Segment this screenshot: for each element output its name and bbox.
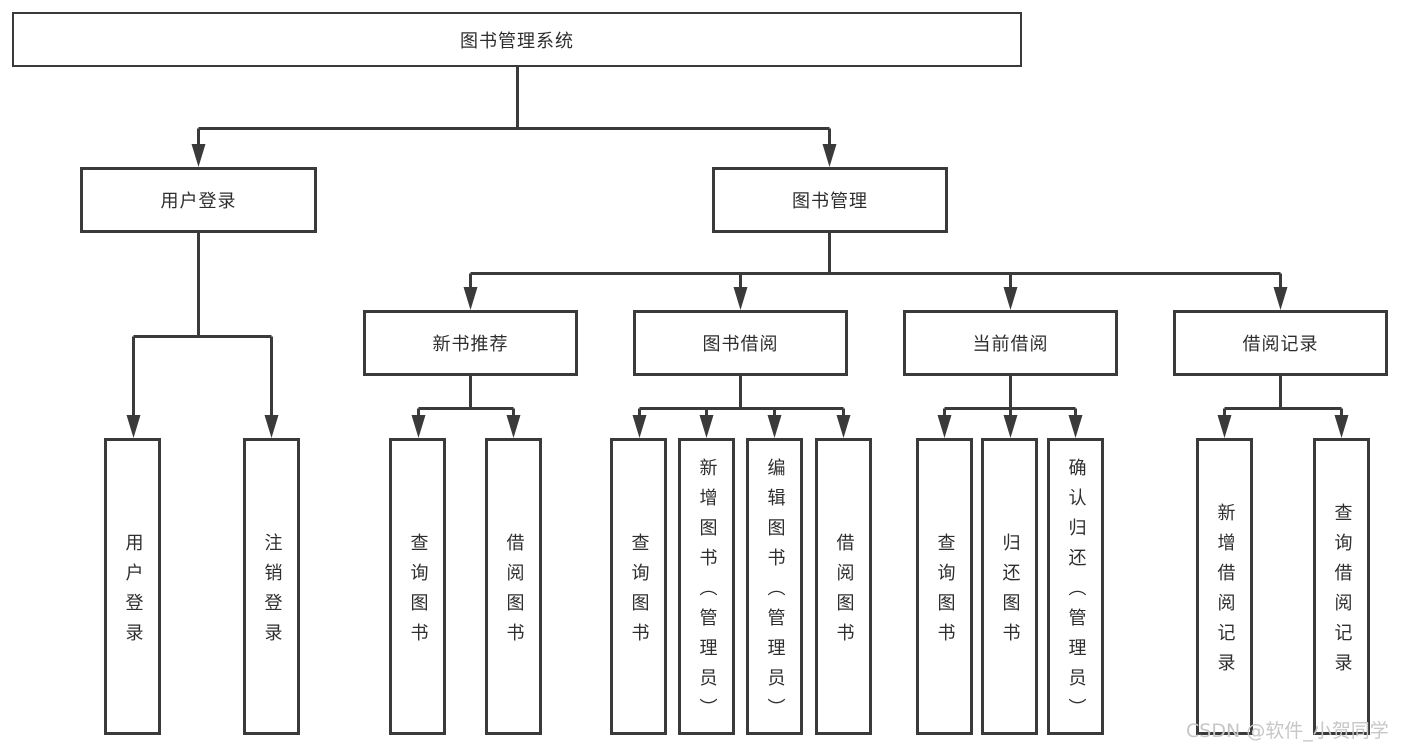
leaf-return-books: 归还图书 (981, 438, 1038, 735)
arrowhead (1273, 287, 1288, 310)
leaf-query-borrow-record: 查询借阅记录 (1313, 438, 1370, 735)
arrowhead (822, 144, 837, 167)
arrowhead (1003, 415, 1018, 438)
arrowhead (1003, 287, 1018, 310)
connector-current-to-leaves (943, 376, 1077, 416)
arrowhead (191, 144, 206, 167)
node-label: 图书管理系统 (460, 30, 574, 52)
arrowhead (632, 415, 647, 438)
leaf-add-books-admin: 新增图书（管理员） (678, 438, 735, 735)
leaf-borrow-books-1: 借阅图书 (485, 438, 542, 735)
leaf-edit-books-admin: 编辑图书（管理员） (746, 438, 803, 735)
leaf-query-books-2: 查询图书 (610, 438, 667, 735)
arrowhead (733, 287, 748, 310)
arrowhead (1334, 415, 1349, 438)
arrowhead (411, 415, 426, 438)
node-label: 用户登录 (122, 532, 144, 653)
arrowhead (767, 415, 782, 438)
node-label: 编辑图书（管理员） (764, 457, 786, 728)
node-current-borrowing: 当前借阅 (903, 310, 1118, 376)
node-label: 查询图书 (407, 532, 429, 653)
node-label: 新增借阅记录 (1214, 502, 1236, 683)
node-new-book-recommend: 新书推荐 (363, 310, 578, 376)
node-label: 用户登录 (160, 191, 237, 212)
node-label: 确认归还（管理员） (1065, 457, 1087, 728)
node-label: 借阅图书 (833, 532, 855, 653)
leaf-logout: 注销登录 (243, 438, 300, 735)
node-label: 归还图书 (999, 532, 1021, 653)
node-label: 图书管理 (792, 191, 868, 212)
node-label: 查询图书 (934, 532, 956, 653)
leaf-query-books-1: 查询图书 (389, 438, 446, 735)
leaf-confirm-return-admin: 确认归还（管理员） (1047, 438, 1104, 735)
arrowhead (1068, 415, 1083, 438)
arrowhead (506, 415, 521, 438)
arrowhead (937, 415, 952, 438)
connector-bookmgmt-to-level3 (469, 233, 1282, 288)
node-system-root: 图书管理系统 (12, 12, 1022, 67)
node-label: 借阅图书 (503, 532, 525, 653)
node-label: 查询图书 (628, 532, 650, 653)
node-borrow-records: 借阅记录 (1173, 310, 1388, 376)
node-label: 新增图书（管理员） (696, 457, 718, 728)
node-book-borrowing: 图书借阅 (633, 310, 848, 376)
node-label: 查询借阅记录 (1331, 502, 1353, 683)
arrowhead (699, 415, 714, 438)
node-label: 注销登录 (261, 532, 283, 653)
connector-newbooks-to-leaves (417, 376, 515, 416)
csdn-watermark: CSDN @软件_小贺同学 (1186, 720, 1389, 742)
leaf-query-books-3: 查询图书 (916, 438, 973, 735)
leaf-user-login: 用户登录 (104, 438, 161, 735)
arrowhead (1217, 415, 1232, 438)
node-label: 新书推荐 (432, 334, 509, 355)
node-label: 当前借阅 (972, 334, 1049, 355)
leaf-add-borrow-record: 新增借阅记录 (1196, 438, 1253, 735)
arrowhead (264, 415, 279, 438)
arrowhead (126, 415, 141, 438)
connector-root-to-level2 (197, 67, 831, 146)
arrowhead (463, 287, 478, 310)
node-label: 图书借阅 (702, 334, 779, 355)
arrowhead (836, 415, 851, 438)
connector-borrow-to-leaves (638, 376, 845, 416)
node-book-management: 图书管理 (712, 167, 948, 233)
connector-userlogin-to-leaves (132, 233, 273, 416)
leaf-borrow-books-2: 借阅图书 (815, 438, 872, 735)
node-label: 借阅记录 (1242, 334, 1319, 355)
connector-records-to-leaves (1223, 376, 1343, 416)
node-user-login: 用户登录 (80, 167, 317, 233)
